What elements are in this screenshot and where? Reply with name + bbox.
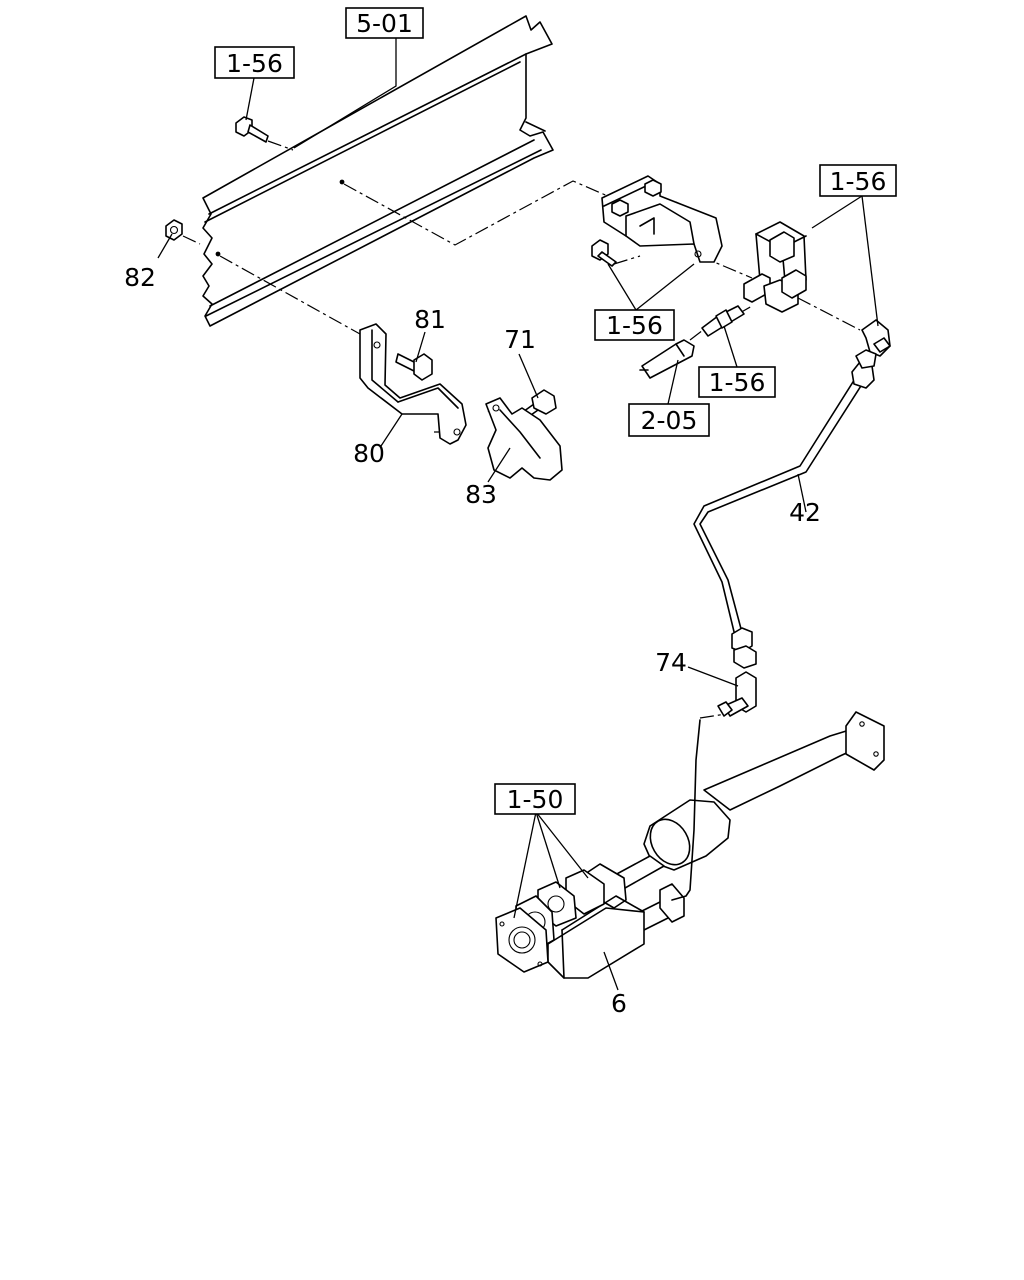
part-label-42: 42 bbox=[789, 498, 821, 527]
part-label-74: 74 bbox=[655, 648, 687, 677]
ref-label-1-50: 1-50 bbox=[507, 785, 564, 814]
ref-label-1-56-bolt: 1-56 bbox=[226, 49, 283, 78]
ref-label-2-05: 2-05 bbox=[641, 406, 698, 435]
ref-label-1-56-fitting: 1-56 bbox=[709, 368, 766, 397]
bolt-flange bbox=[235, 116, 269, 143]
nut-82 bbox=[165, 219, 183, 241]
part-label-83: 83 bbox=[465, 480, 497, 509]
clamp-83 bbox=[485, 397, 563, 481]
part-label-6: 6 bbox=[611, 989, 627, 1018]
ref-box-1-56-bracket: 1-56 bbox=[594, 309, 675, 341]
leader-lines bbox=[157, 38, 879, 991]
solenoid-valve bbox=[743, 221, 807, 313]
frame-rail bbox=[202, 15, 554, 327]
valve-bracket bbox=[591, 175, 723, 267]
hose-42 bbox=[693, 349, 877, 669]
sensing-pipe bbox=[671, 719, 701, 901]
part-label-71: 71 bbox=[504, 325, 536, 354]
exhaust-pipe-6 bbox=[495, 711, 885, 979]
ref-box-1-56-bolt: 1-56 bbox=[214, 46, 295, 79]
part-label-81: 81 bbox=[414, 305, 446, 334]
ref-label-5-01: 5-01 bbox=[356, 9, 413, 38]
ref-label-1-56-valve: 1-56 bbox=[830, 167, 887, 196]
part-label-80: 80 bbox=[353, 439, 385, 468]
ref-box-5-01: 5-01 bbox=[345, 7, 424, 39]
ref-box-1-50: 1-50 bbox=[494, 783, 576, 815]
ref-box-1-56-fitting: 1-56 bbox=[698, 366, 776, 398]
ref-box-1-56-valve: 1-56 bbox=[819, 164, 897, 197]
part-label-82: 82 bbox=[124, 263, 156, 292]
bolt-81 bbox=[395, 353, 433, 381]
bracket-80 bbox=[359, 323, 467, 445]
ref-label-1-56-bracket: 1-56 bbox=[606, 311, 663, 340]
tee-fitting-74 bbox=[717, 671, 757, 717]
adapter-2-05 bbox=[639, 339, 695, 379]
ref-box-2-05: 2-05 bbox=[628, 403, 710, 437]
fitting-connector bbox=[701, 305, 745, 337]
